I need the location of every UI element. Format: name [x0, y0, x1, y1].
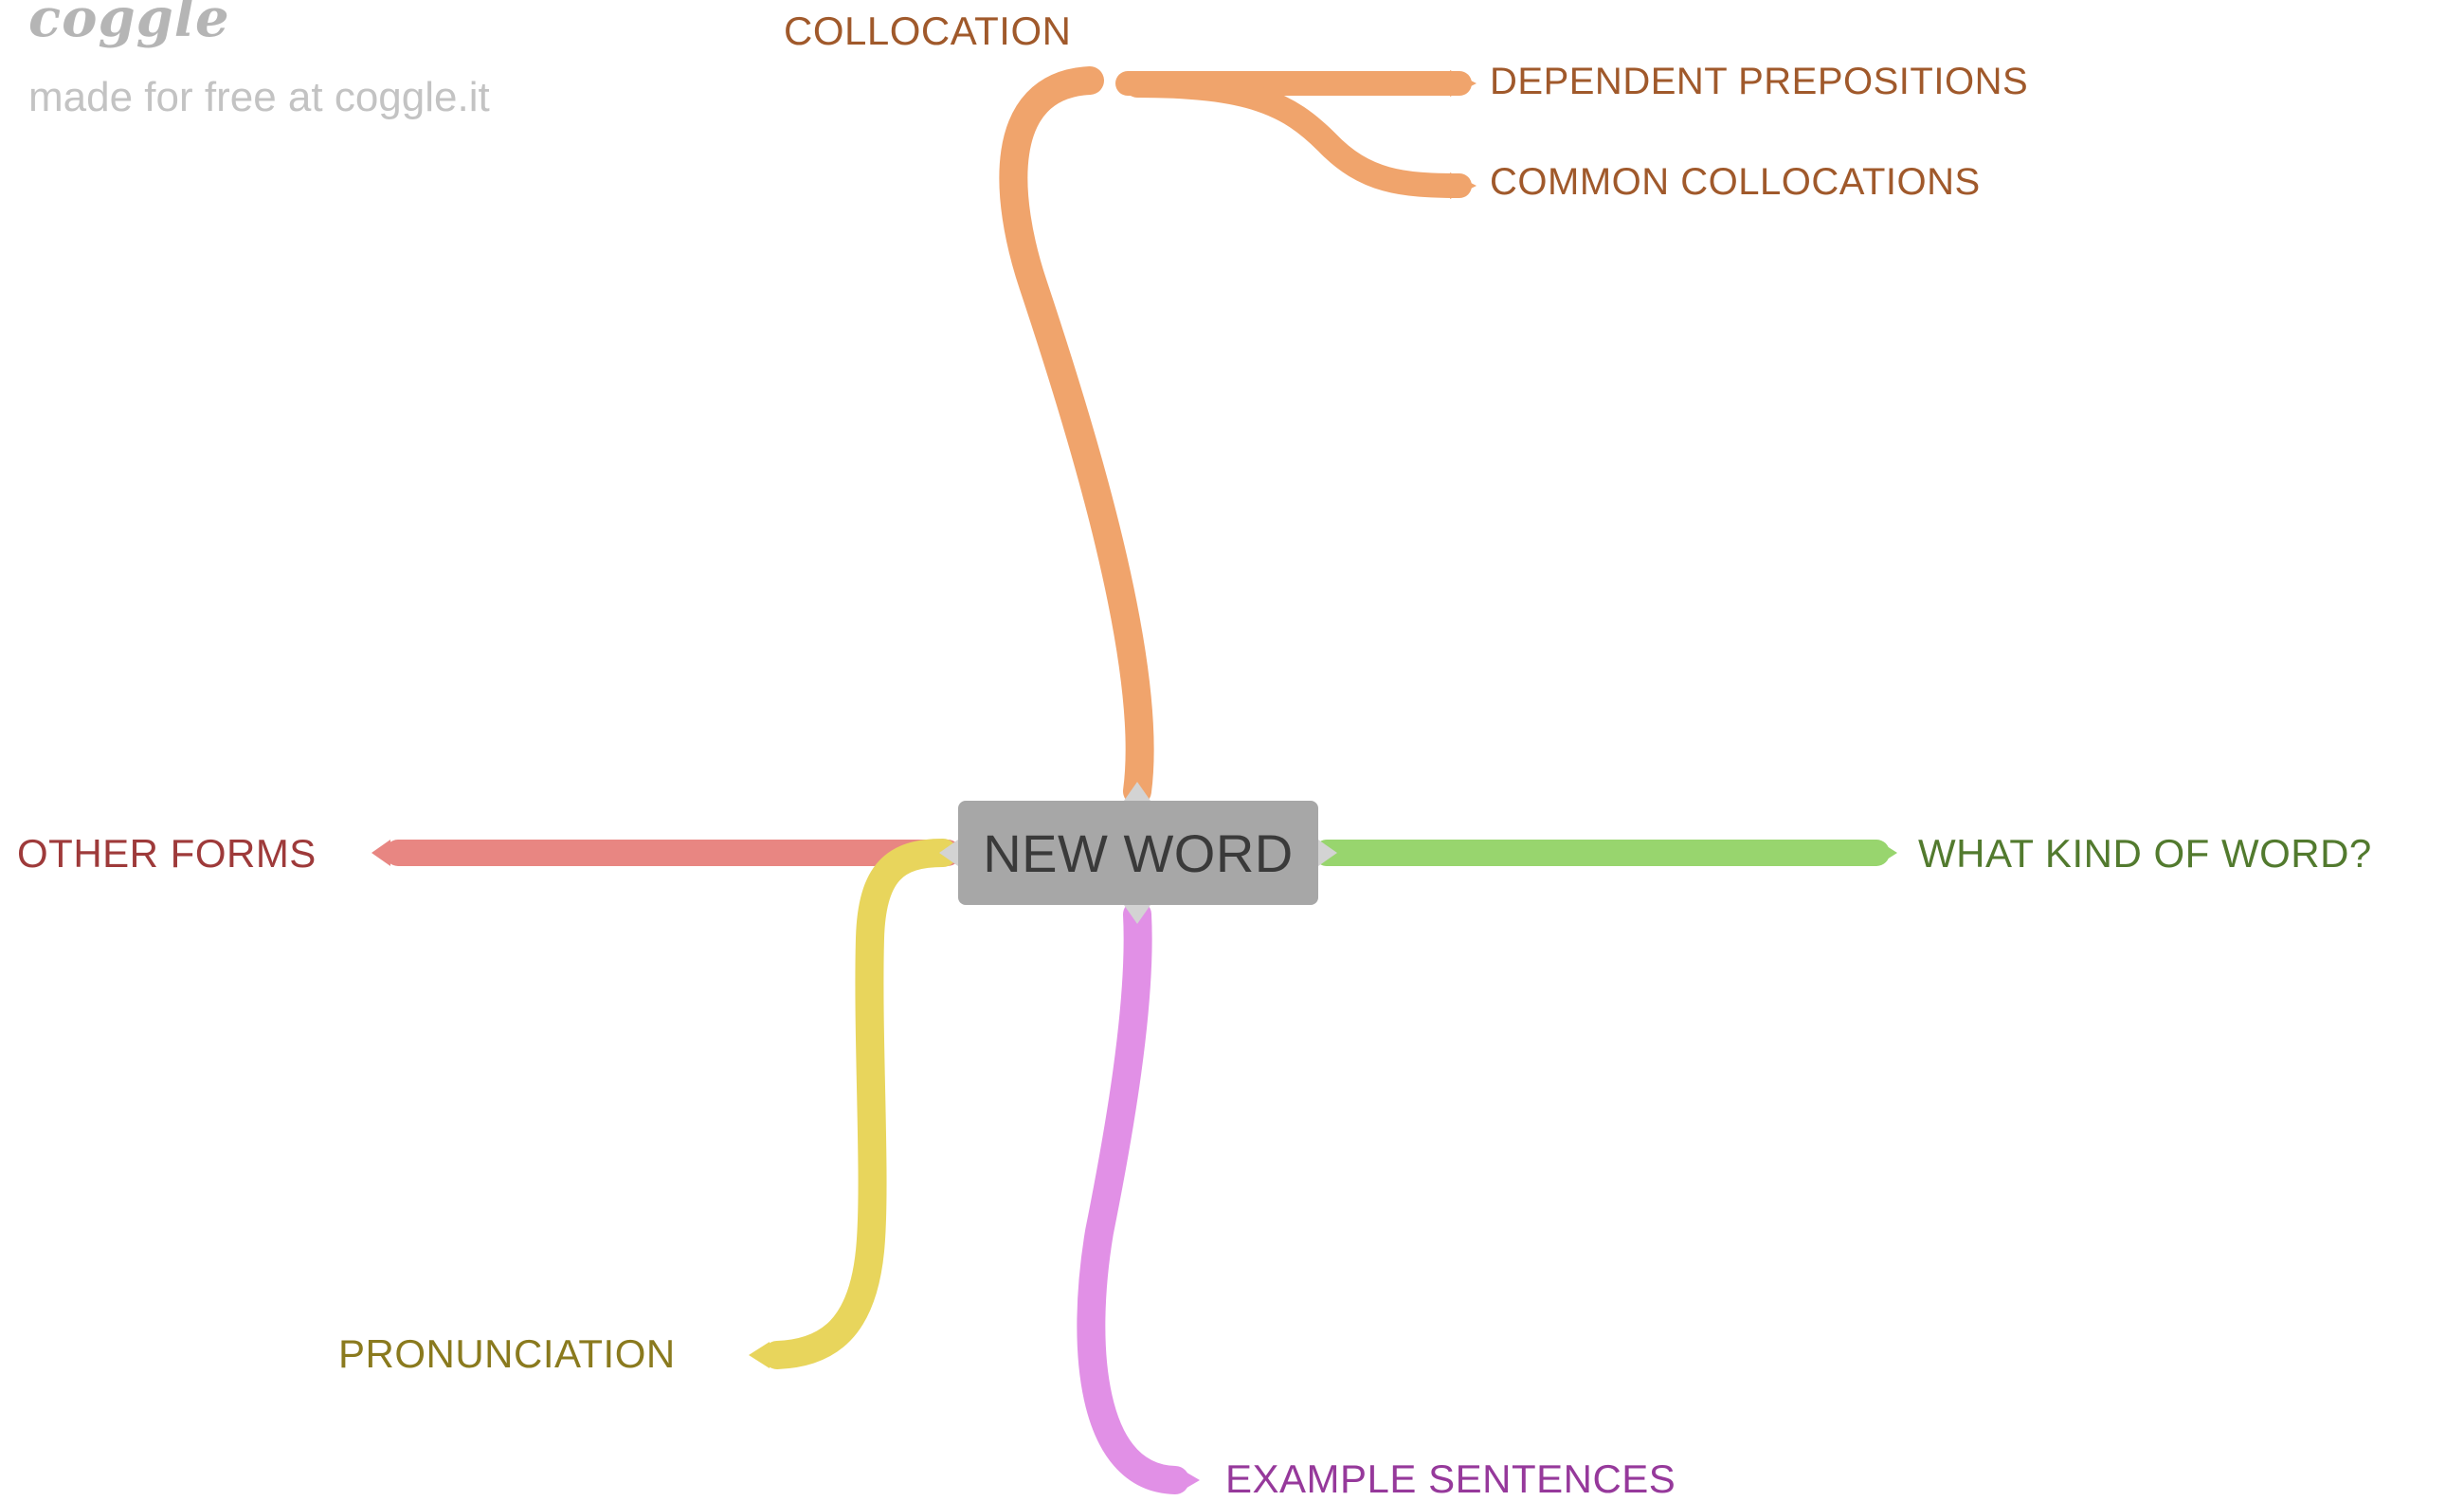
branch-common-collocations-arrow [1450, 172, 1477, 199]
label-dependent-prepositions[interactable]: DEPENDENT PREPOSITIONS [1490, 61, 2029, 102]
made-for-free-text: made for free at coggle.it [28, 74, 490, 120]
label-collocation[interactable]: COLLOCATION [784, 9, 1072, 53]
center-top-notch [1124, 782, 1150, 801]
branch-dependent-prepositions-arrow [1450, 70, 1477, 97]
label-other-forms[interactable]: OTHER FORMS [17, 831, 317, 876]
branch-pronunciation-connector [763, 839, 957, 1369]
branch-pronunciation-arrow [749, 1342, 770, 1368]
branch-collocation-connector [999, 66, 1154, 805]
center-left-notch [939, 840, 958, 866]
center-bottom-notch [1124, 905, 1150, 924]
central-node-label: NEW WORD [983, 823, 1294, 883]
center-right-notch [1318, 840, 1337, 866]
branch-example-sentences-arrow [1177, 1467, 1200, 1493]
coggle-logo: coggle [28, 0, 230, 49]
label-example-sentences[interactable]: EXAMPLE SENTENCES [1225, 1456, 1676, 1501]
central-node[interactable]: NEW WORD [958, 801, 1318, 905]
label-common-collocations[interactable]: COMMON COLLOCATIONS [1490, 161, 1981, 203]
branch-other-forms-arrow [371, 840, 390, 866]
label-pronunciation[interactable]: PRONUNCIATION [338, 1331, 676, 1376]
branch-example-sentences-connector [1077, 900, 1189, 1494]
branch-common-collocations-connector [1125, 73, 1472, 198]
branch-what-kind-arrow [1876, 840, 1897, 866]
label-what-kind-of-word[interactable]: WHAT KIND OF WORD? [1918, 831, 2372, 876]
